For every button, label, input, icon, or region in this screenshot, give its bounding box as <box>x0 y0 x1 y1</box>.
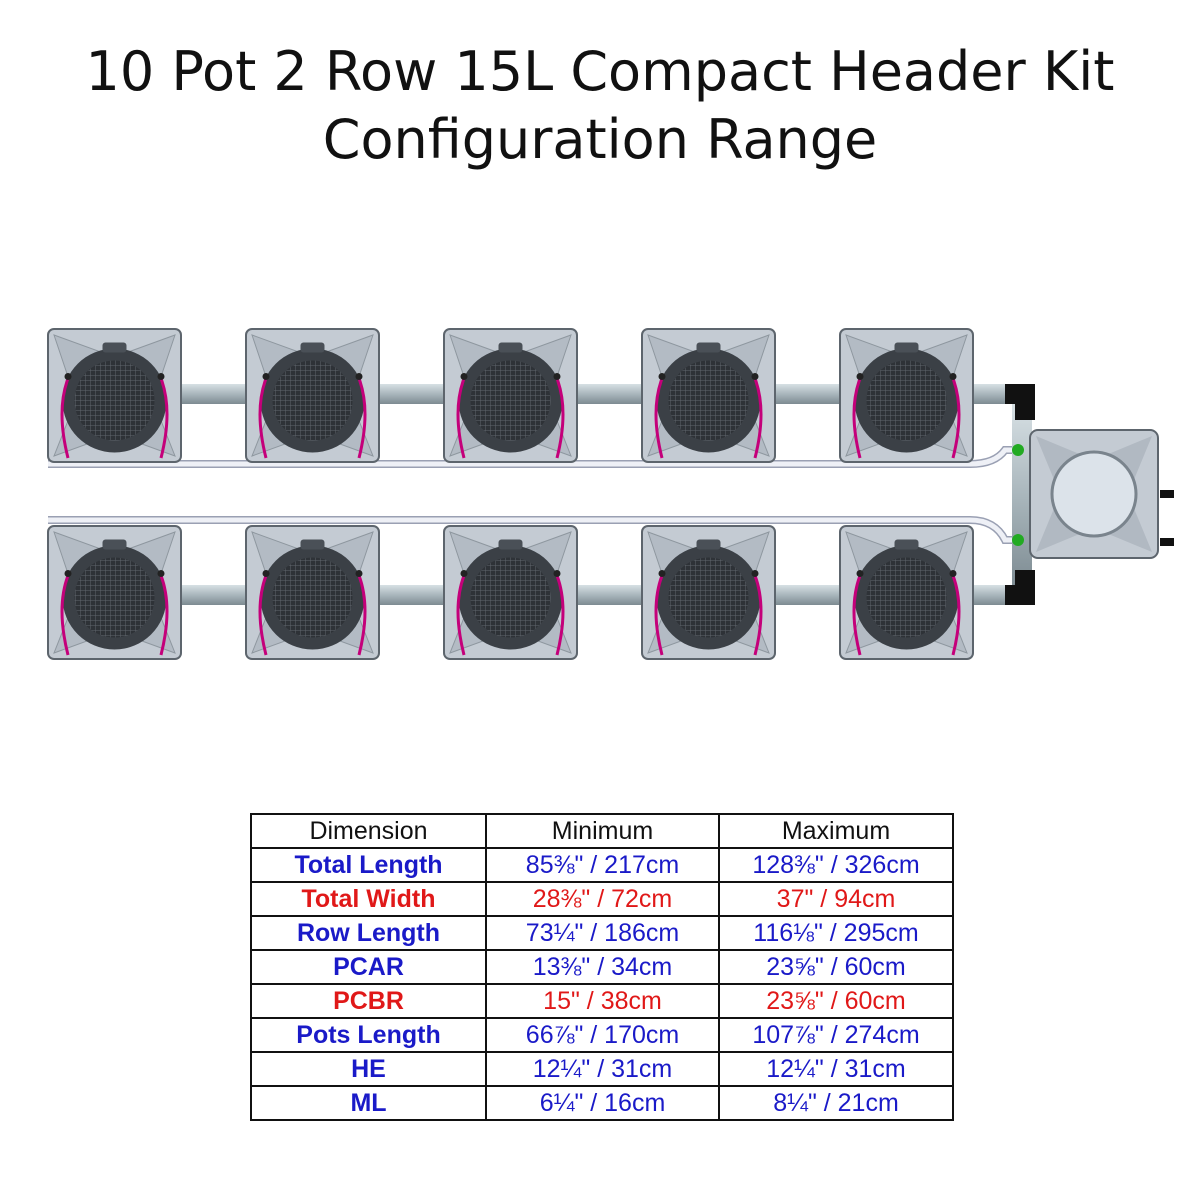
maximum-cell: 8¼" / 21cm <box>718 1085 954 1121</box>
page-title: 10 Pot 2 Row 15L Compact Header Kit Conf… <box>0 38 1200 174</box>
pot <box>443 328 578 463</box>
pot <box>641 328 776 463</box>
pot <box>47 525 182 660</box>
title-line-1: 10 Pot 2 Row 15L Compact Header Kit <box>85 40 1115 103</box>
maximum-cell: 12¼" / 31cm <box>718 1051 954 1087</box>
minimum-cell: 66⅞" / 170cm <box>485 1017 720 1053</box>
header-tank <box>1029 429 1174 559</box>
title-line-2: Configuration Range <box>322 108 878 171</box>
dimension-cell: Row Length <box>250 915 487 951</box>
pot <box>245 328 380 463</box>
table-header-row: Dimension Minimum Maximum <box>250 813 954 849</box>
minimum-cell: 6¼" / 16cm <box>485 1085 720 1121</box>
dimension-cell: HE <box>250 1051 487 1087</box>
maximum-cell: 37" / 94cm <box>718 881 954 917</box>
maximum-cell: 128⅜" / 326cm <box>718 847 954 883</box>
maximum-cell: 107⅞" / 274cm <box>718 1017 954 1053</box>
top-elbow <box>1005 384 1035 420</box>
pot <box>839 328 974 463</box>
pots-group <box>47 328 974 660</box>
minimum-cell: 12¼" / 31cm <box>485 1051 720 1087</box>
maximum-cell: 23⅝" / 60cm <box>718 983 954 1019</box>
maximum-cell: 116⅛" / 295cm <box>718 915 954 951</box>
minimum-cell: 13⅜" / 34cm <box>485 949 720 985</box>
kit-layout-diagram <box>47 328 1174 660</box>
pot <box>245 525 380 660</box>
dimension-cell: PCAR <box>250 949 487 985</box>
dimension-cell: Total Width <box>250 881 487 917</box>
column-header-maximum: Maximum <box>718 813 954 849</box>
minimum-cell: 85⅜" / 217cm <box>485 847 720 883</box>
column-header-minimum: Minimum <box>485 813 720 849</box>
maximum-cell: 23⅝" / 60cm <box>718 949 954 985</box>
pot <box>641 525 776 660</box>
top-valve <box>1012 444 1024 456</box>
dimension-cell: Pots Length <box>250 1017 487 1053</box>
pot <box>839 525 974 660</box>
pot <box>47 328 182 463</box>
bottom-valve <box>1012 534 1024 546</box>
minimum-cell: 15" / 38cm <box>485 983 720 1019</box>
dimension-cell: ML <box>250 1085 487 1121</box>
minimum-cell: 28⅜" / 72cm <box>485 881 720 917</box>
dimension-cell: PCBR <box>250 983 487 1019</box>
bottom-elbow <box>1005 570 1035 605</box>
minimum-cell: 73¼" / 186cm <box>485 915 720 951</box>
column-header-dimension: Dimension <box>250 813 487 849</box>
dimension-cell: Total Length <box>250 847 487 883</box>
pot <box>443 525 578 660</box>
